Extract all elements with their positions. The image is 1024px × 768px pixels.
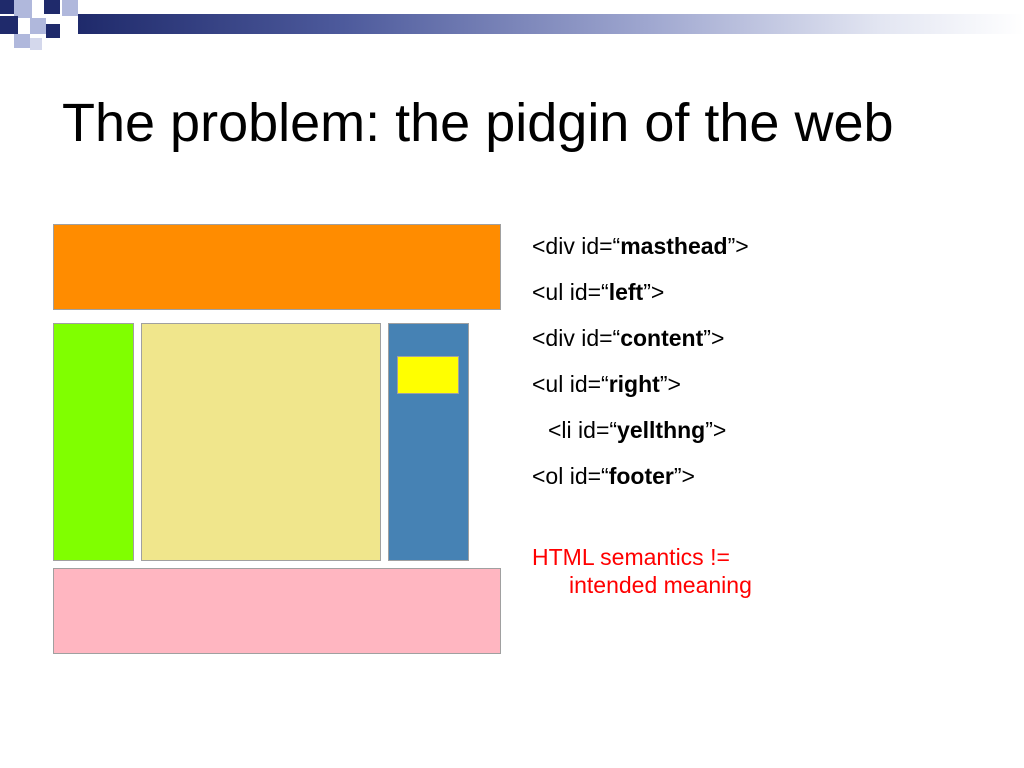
markup-suffix: ”> (703, 325, 725, 351)
decorative-square-light (30, 18, 46, 34)
note-line-1: HTML semantics != (532, 544, 730, 570)
masthead-region (53, 224, 501, 310)
markup-id: right (608, 371, 660, 397)
decorative-square-navy (46, 24, 60, 38)
left-region (53, 323, 134, 561)
markup-id: yellthng (617, 417, 706, 443)
markup-id: left (608, 279, 644, 305)
markup-suffix: ”> (659, 371, 681, 397)
decorative-square-navy (44, 0, 60, 14)
decorative-square-navy (0, 0, 14, 14)
markup-line-footer: <ol id=“footer”> (532, 462, 749, 508)
markup-suffix: ”> (705, 417, 727, 443)
semantics-note: HTML semantics != intended meaning (532, 543, 952, 599)
yellthng-region (397, 356, 459, 394)
decorative-square-light (14, 0, 32, 18)
markup-prefix: <ol id=“ (532, 463, 609, 489)
decorative-square-navy (0, 16, 18, 34)
markup-suffix: ”> (727, 233, 749, 259)
markup-list: <div id=“masthead”> <ul id=“left”> <div … (532, 232, 749, 508)
markup-id: content (620, 325, 704, 351)
footer-region (53, 568, 501, 654)
markup-line-left: <ul id=“left”> (532, 278, 749, 324)
title-gradient-bar (78, 14, 1024, 34)
markup-id: footer (608, 463, 674, 489)
markup-line-yellthng: <li id=“yellthng”> (532, 416, 749, 462)
markup-prefix: <li id=“ (548, 417, 618, 443)
markup-suffix: ”> (643, 279, 665, 305)
decorative-square-light (14, 34, 30, 48)
note-line-2: intended meaning (569, 572, 752, 598)
markup-line-masthead: <div id=“masthead”> (532, 232, 749, 278)
markup-line-content: <div id=“content”> (532, 324, 749, 370)
markup-prefix: <ul id=“ (532, 371, 609, 397)
markup-prefix: <ul id=“ (532, 279, 609, 305)
markup-line-right: <ul id=“right”> (532, 370, 749, 416)
markup-id: masthead (620, 233, 728, 259)
content-region (141, 323, 381, 561)
slide-title: The problem: the pidgin of the web (62, 93, 894, 153)
markup-prefix: <div id=“ (532, 325, 621, 351)
decorative-square-light (62, 0, 78, 16)
decorative-square-light (30, 38, 42, 50)
markup-suffix: ”> (673, 463, 695, 489)
markup-prefix: <div id=“ (532, 233, 621, 259)
